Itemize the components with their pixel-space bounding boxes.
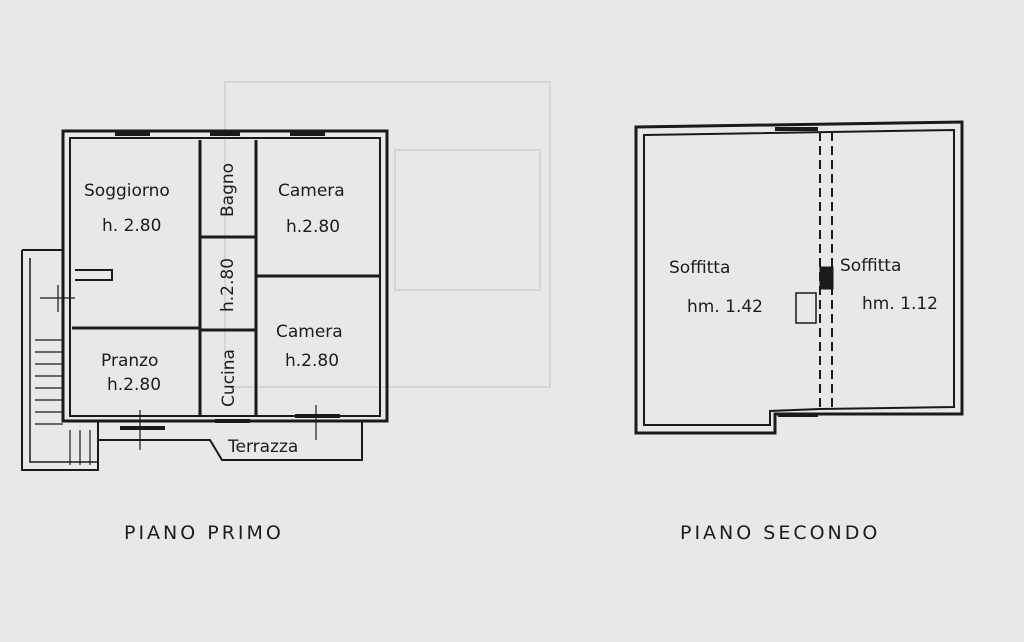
piano-primo-walls [21, 129, 389, 471]
plan-title-piano-secondo: PIANO SECONDO [680, 522, 881, 544]
room-label-soffitta-2: Soffitta [840, 256, 902, 276]
room-label-soggiorno: Soggiorno [84, 181, 170, 201]
room-height-soffitta-1: hm. 1.42 [687, 297, 763, 317]
piano-secondo-walls [634, 120, 964, 435]
room-height-bagno: h.2.80 [218, 257, 238, 312]
room-label-camera-2: Camera [276, 322, 343, 342]
room-height-camera-2: h.2.80 [285, 351, 340, 371]
room-label-soffitta-1: Soffitta [669, 258, 731, 278]
room-label-cucina: Cucina [219, 349, 239, 407]
room-label-bagno: Bagno [218, 162, 238, 217]
room-height-pranzo: h.2.80 [107, 375, 162, 395]
room-label-terrazza: Terrazza [228, 437, 299, 457]
room-height-soffitta-2: hm. 1.12 [862, 294, 938, 314]
plan-title-piano-primo: PIANO PRIMO [124, 522, 284, 544]
room-height-soggiorno: h. 2.80 [102, 216, 162, 236]
room-height-camera-1: h.2.80 [286, 217, 341, 237]
room-label-pranzo: Pranzo [101, 351, 159, 371]
room-label-camera-1: Camera [278, 181, 345, 201]
